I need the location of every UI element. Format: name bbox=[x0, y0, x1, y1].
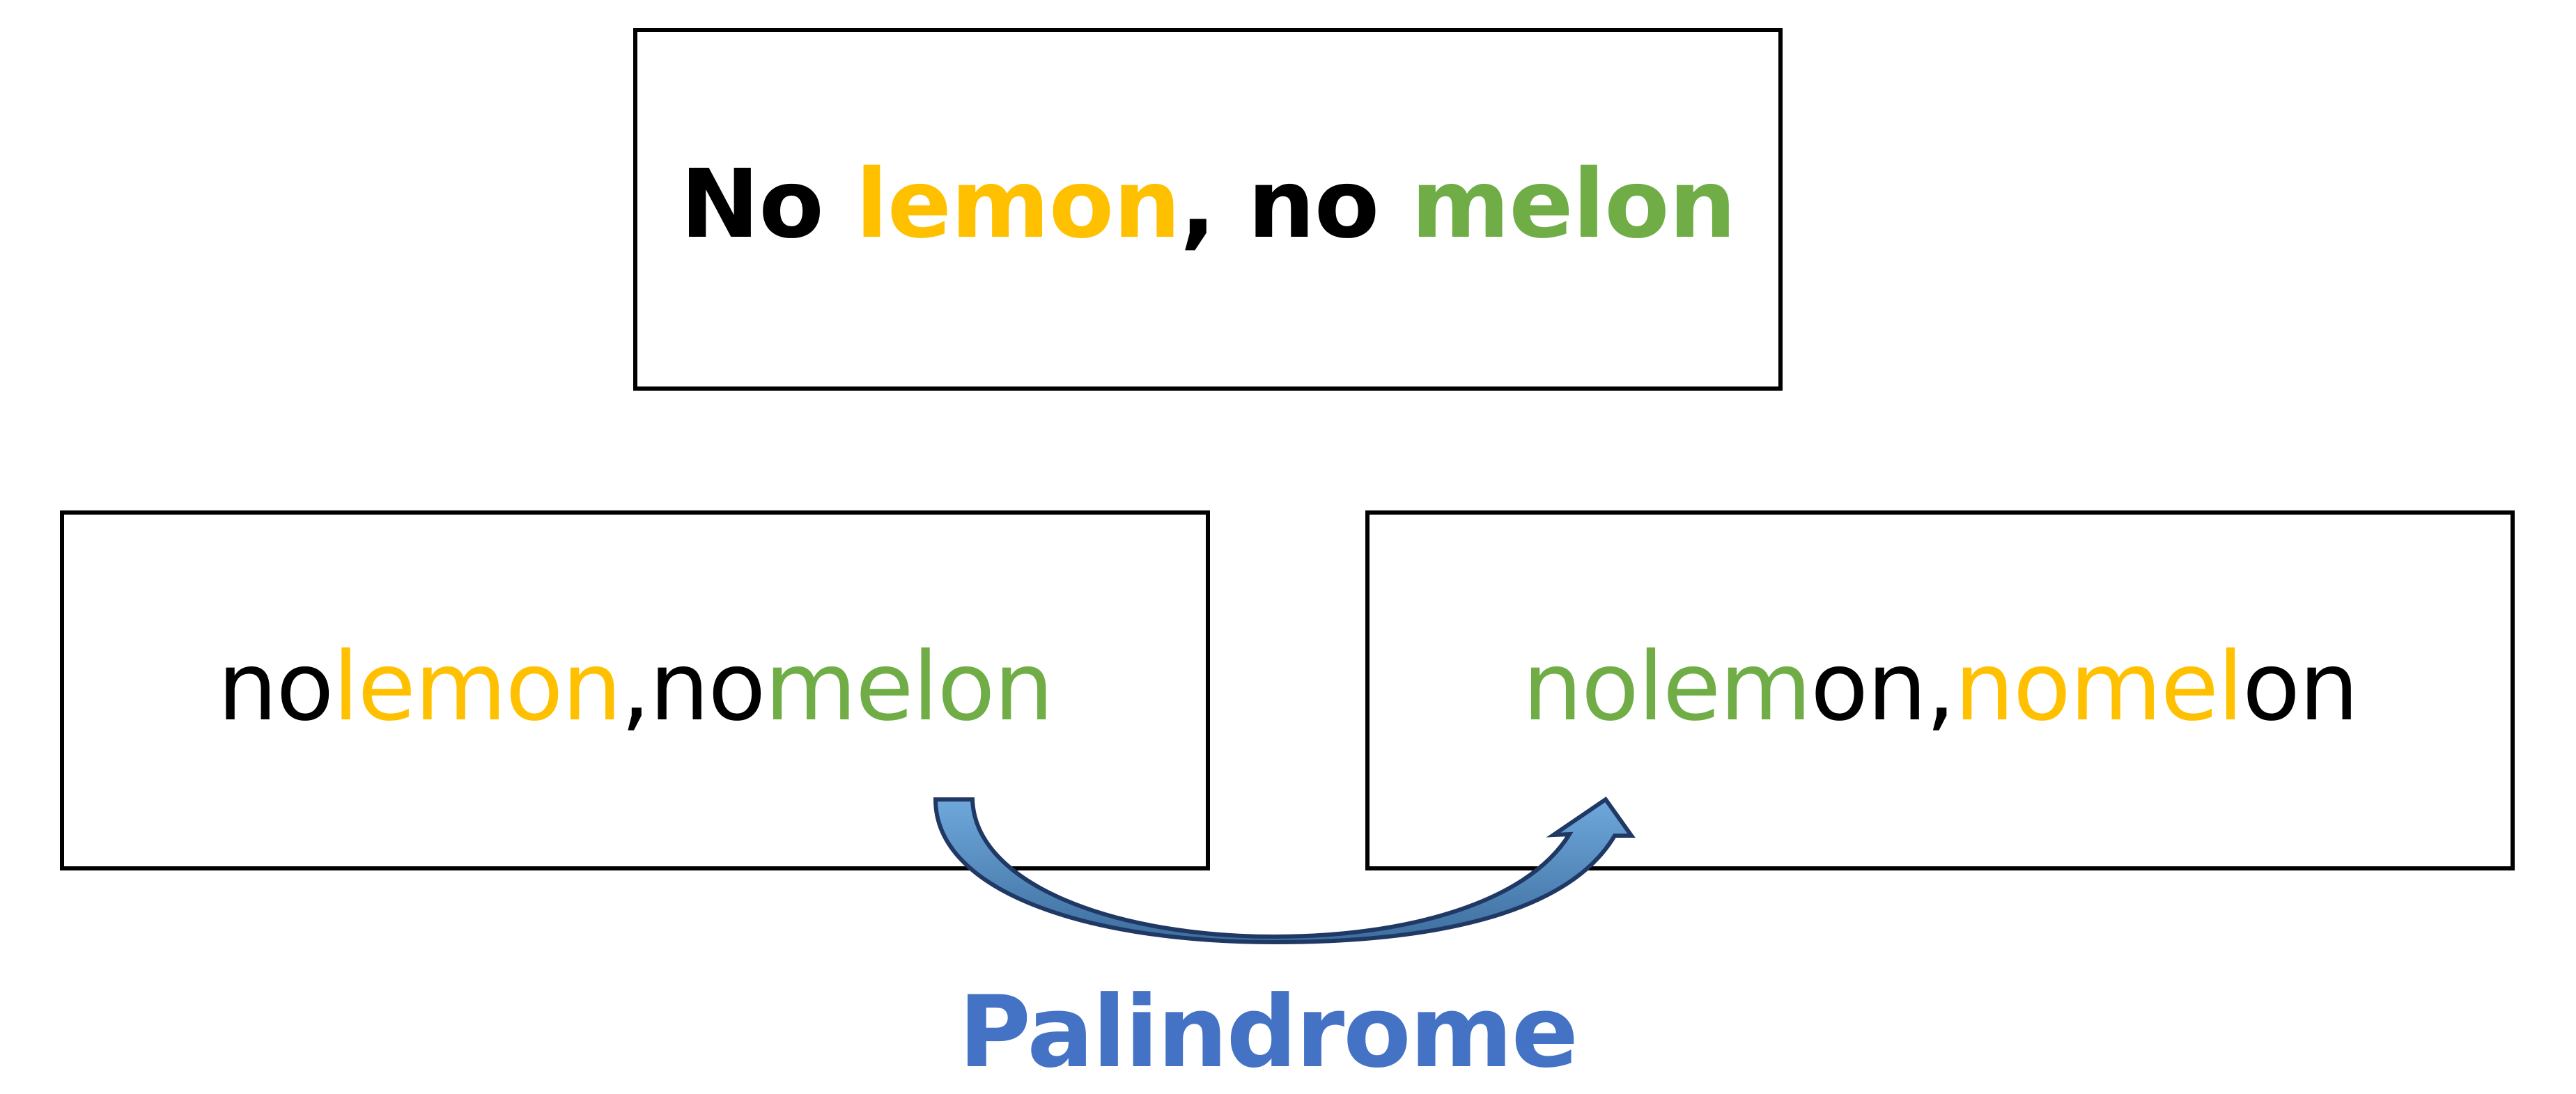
original-phrase: No lemon, no melon bbox=[680, 149, 1737, 260]
palindrome-caption: Palindrome bbox=[958, 975, 1578, 1090]
forward-segment-lemon: lemon bbox=[332, 632, 622, 742]
forward-phrase: nolemon,nomelon bbox=[217, 632, 1054, 742]
original-phrase-box: No lemon, no melon bbox=[633, 28, 1783, 391]
phrase-segment-lemon: lemon bbox=[855, 149, 1181, 260]
phrase-segment-no: No bbox=[680, 149, 856, 260]
reversed-segment-nolem: nolem bbox=[1522, 632, 1812, 742]
forward-segment-comma-no: ,no bbox=[620, 632, 766, 742]
reversed-phrase-box: nolemon,nomelon bbox=[1365, 510, 2515, 870]
forward-phrase-box: nolemon,nomelon bbox=[60, 510, 1210, 870]
phrase-segment-comma-no: , no bbox=[1179, 149, 1411, 260]
forward-segment-melon: melon bbox=[764, 632, 1054, 742]
reversed-phrase: nolemon,nomelon bbox=[1522, 632, 2359, 742]
phrase-segment-melon: melon bbox=[1411, 149, 1737, 260]
reversed-segment-on: on bbox=[2242, 632, 2359, 742]
forward-segment-no: no bbox=[217, 632, 334, 742]
reversed-segment-on-comma: on, bbox=[1810, 632, 1956, 742]
reversed-segment-nomel: nomel bbox=[1954, 632, 2244, 742]
